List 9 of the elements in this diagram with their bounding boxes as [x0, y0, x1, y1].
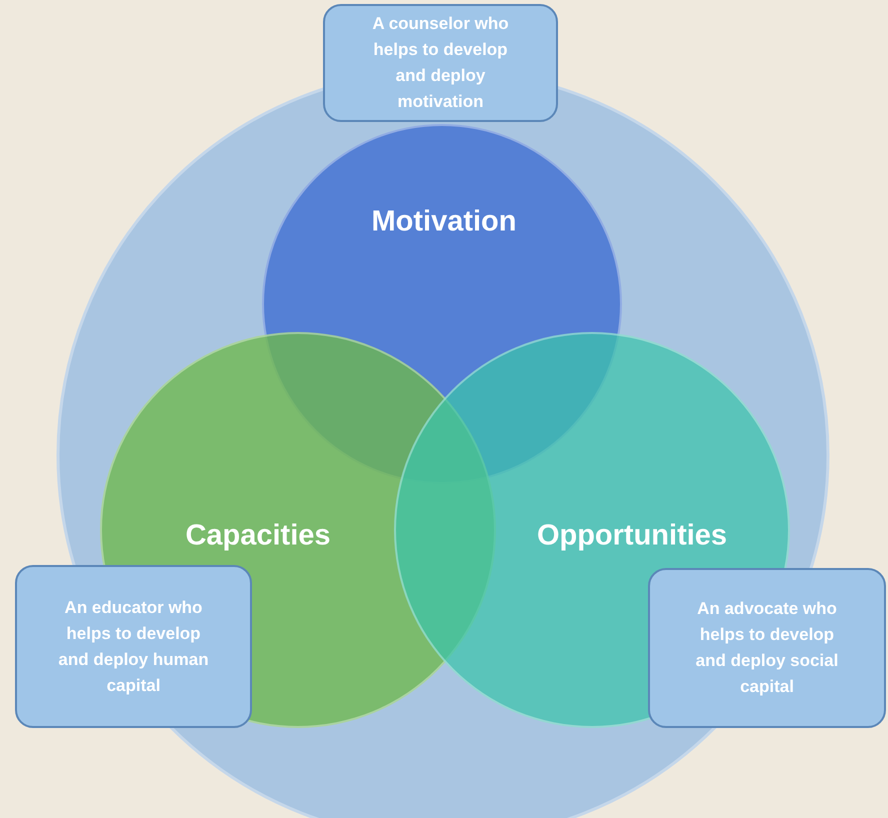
circle-label: Capacities	[185, 520, 331, 552]
callout-text: A counselor who helps to develop and deploy motivation	[371, 13, 510, 113]
callout-box	[15, 565, 252, 728]
circle-label: Motivation	[372, 206, 516, 238]
callout-text: An advocate who helps to develop and deploy social capital	[694, 598, 840, 698]
callout-box	[648, 568, 886, 728]
callout-text: An educator who helps to develop and deploy human capital	[57, 596, 210, 696]
circle-label: Opportunities	[536, 520, 728, 552]
callout-box	[323, 4, 558, 122]
